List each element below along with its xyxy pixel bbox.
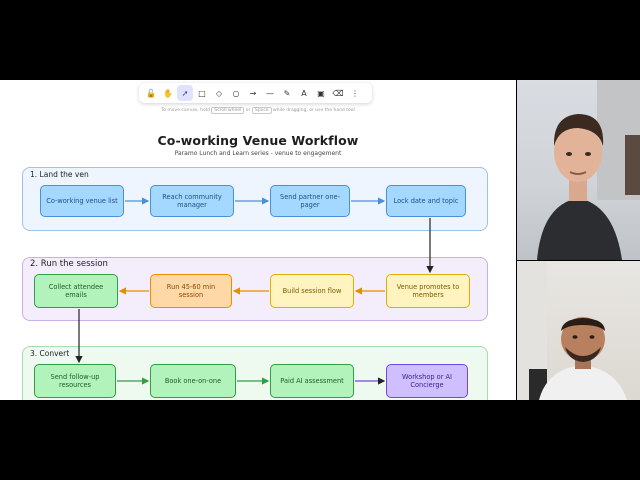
- line-icon[interactable]: —: [266, 88, 274, 98]
- node-book-one-on-one[interactable]: Book one-on-one: [150, 364, 236, 398]
- eraser-icon[interactable]: ⌫: [332, 88, 344, 98]
- image-icon[interactable]: ▣: [317, 88, 325, 98]
- node-send-partner-one-pager[interactable]: Send partner one-pager: [270, 185, 350, 217]
- pointer-icon[interactable]: ➚: [177, 85, 193, 101]
- lock-icon[interactable]: 🔓: [146, 88, 156, 98]
- text-icon[interactable]: A: [301, 88, 307, 98]
- node-collect-attendee-emails[interactable]: Collect attendee emails: [34, 274, 118, 308]
- hint-suffix: while dragging, or use the hand tool: [273, 108, 355, 113]
- arrow-icon[interactable]: →: [249, 88, 257, 98]
- hint-mid: or: [245, 108, 251, 113]
- canvas-hint: To move canvas, hold Scroll wheel or Spa…: [0, 107, 516, 114]
- drawing-toolbar: 🔓 ✋ ➚ □ ◇ ○ → — ✎ A ▣ ⌫ ⋮: [139, 83, 372, 103]
- rectangle-icon[interactable]: □: [198, 88, 206, 98]
- hint-key-space: Space: [251, 107, 272, 114]
- node-run-session[interactable]: Run 45-60 min session: [150, 274, 232, 308]
- node-reach-community-manager[interactable]: Reach community manager: [150, 185, 234, 217]
- ellipse-icon[interactable]: ○: [232, 88, 240, 98]
- diagram-title[interactable]: Co-working Venue Workflow: [157, 133, 359, 148]
- whiteboard-canvas[interactable]: 🔓 ✋ ➚ □ ◇ ○ → — ✎ A ▣ ⌫ ⋮ To move canvas, hold Scrol…: [0, 80, 516, 400]
- node-paid-ai-assessment[interactable]: Paid AI assessment: [270, 364, 354, 398]
- diamond-icon[interactable]: ◇: [215, 88, 223, 98]
- more-icon[interactable]: ⋮: [351, 88, 359, 98]
- node-lock-date-and-topic[interactable]: Lock date and topic: [386, 185, 466, 217]
- section-label-2[interactable]: 2. Run the session: [30, 259, 108, 269]
- node-coworking-venue-list[interactable]: Co-working venue list: [40, 185, 124, 217]
- participant-2-avatar: [517, 261, 627, 400]
- hand-icon[interactable]: ✋: [163, 88, 173, 98]
- node-workshop-ai-concierge[interactable]: Workshop or AI Concierge: [386, 364, 468, 398]
- hint-prefix: To move canvas, hold: [161, 108, 210, 113]
- node-venue-promotes[interactable]: Venue promotes to members: [386, 274, 470, 308]
- node-send-follow-up[interactable]: Send follow-up resources: [34, 364, 116, 398]
- participant-video-1[interactable]: [517, 80, 640, 260]
- section-label-1[interactable]: 1. Land the ven: [30, 170, 89, 179]
- node-build-session-flow[interactable]: Build session flow: [270, 274, 354, 308]
- diagram-subtitle[interactable]: Paramo Lunch and Learn series - venue to…: [174, 150, 342, 157]
- participant-video-2[interactable]: [517, 261, 640, 400]
- hint-key-scroll: Scroll wheel: [211, 107, 245, 114]
- section-label-3[interactable]: 3. Convert: [30, 349, 70, 358]
- pencil-icon[interactable]: ✎: [283, 88, 291, 98]
- participant-1-avatar: [537, 80, 640, 260]
